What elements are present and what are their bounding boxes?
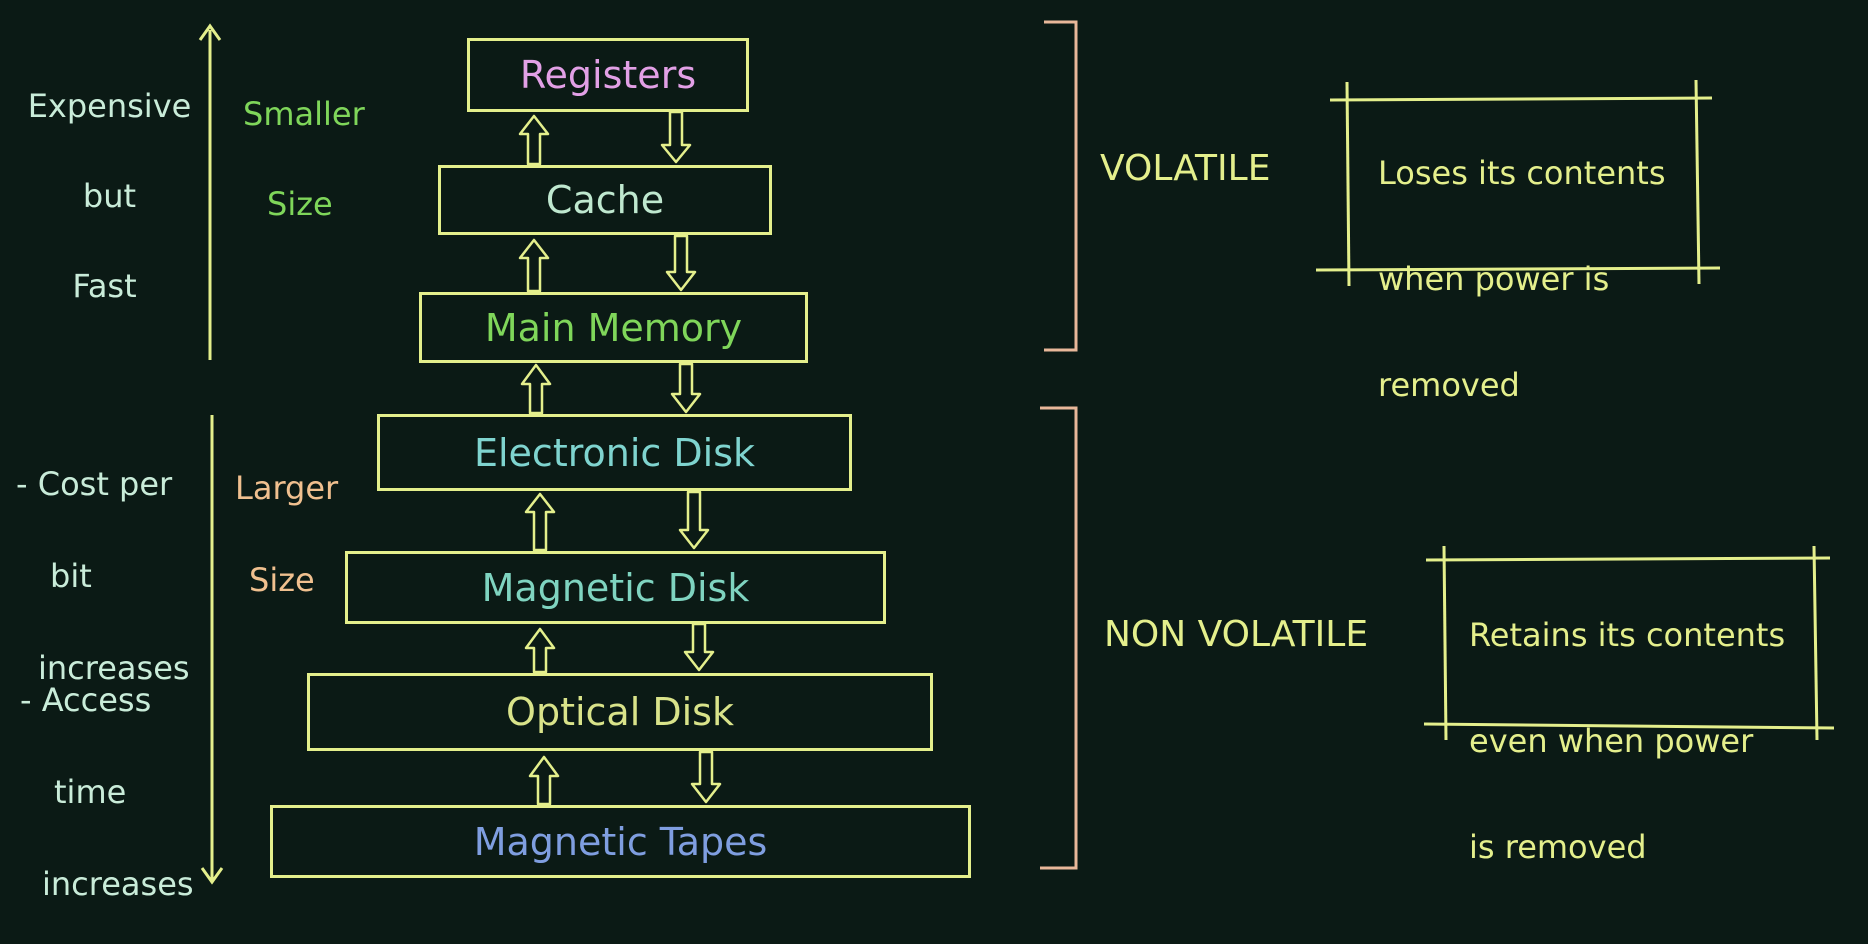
up-arrow-4: [524, 492, 556, 552]
level-optical-disk: Optical Disk: [307, 673, 933, 751]
level-cache: Cache: [438, 165, 772, 235]
cache-label: Cache: [545, 178, 665, 222]
smaller-size-label: Smaller Size: [243, 54, 383, 264]
bit-line: bit: [50, 557, 92, 595]
down-arrow-head: [200, 867, 224, 885]
fast-line: Fast: [72, 267, 137, 305]
up-arrow-2: [518, 238, 550, 293]
non-volatile-bracket: [1040, 406, 1078, 870]
expensive-line: Expensive: [27, 87, 192, 125]
volatile-bracket: [1044, 20, 1078, 352]
memory-hierarchy-diagram: Expensive but Fast Smaller Size - Cost p…: [16, 20, 1835, 903]
up-arrow-5: [524, 627, 556, 674]
volatile-note-line-1: Loses its contents: [1378, 154, 1666, 192]
access-line: - Access: [20, 681, 152, 719]
increases-line-1: increases: [38, 649, 190, 687]
non-volatile-label: NON VOLATILE: [1104, 614, 1369, 655]
larger-line: Larger: [235, 469, 339, 507]
up-arrow-6: [528, 755, 560, 806]
access-time-label: - Access time increases: [20, 640, 194, 944]
level-main-memory: Main Memory: [419, 292, 808, 363]
up-arrow-1: [518, 114, 550, 166]
down-arrow-6: [690, 750, 722, 804]
down-arrow-3: [670, 362, 702, 414]
down-arrow-5: [683, 622, 715, 672]
time-line: time: [54, 773, 127, 811]
non-volatile-note: Retains its contents even when power is …: [1469, 556, 1785, 927]
level-electronic-disk: Electronic Disk: [377, 414, 852, 491]
volatile-label: VOLATILE: [1100, 148, 1271, 189]
magnetic-disk-label: Magnetic Disk: [481, 565, 750, 610]
volatile-note: Loses its contents when power is removed: [1378, 94, 1666, 465]
down-arrow-2: [665, 234, 697, 292]
level-magnetic-tapes: Magnetic Tapes: [270, 805, 971, 878]
non-volatile-note-line-3: is removed: [1469, 828, 1647, 866]
volatile-note-line-2: when power is: [1378, 260, 1610, 298]
main-memory-label: Main Memory: [484, 305, 743, 350]
non-volatile-note-line-1: Retains its contents: [1469, 616, 1786, 654]
volatile-note-line-3: removed: [1378, 366, 1520, 404]
size-line-top: Size: [267, 185, 333, 223]
registers-label: Registers: [519, 53, 697, 97]
down-arrow-1: [660, 110, 692, 164]
up-arrow-head: [198, 23, 222, 41]
level-magnetic-disk: Magnetic Disk: [345, 551, 886, 624]
cost-per-bit-label: - Cost per bit increases: [16, 424, 190, 728]
larger-size-label: Larger Size: [235, 428, 338, 640]
increases-line-2: increases: [42, 865, 194, 903]
size-line-bottom: Size: [249, 561, 315, 599]
but-line: but: [82, 177, 137, 215]
magnetic-tapes-label: Magnetic Tapes: [473, 819, 768, 864]
non-volatile-note-line-2: even when power: [1469, 722, 1754, 760]
expensive-but-fast-label: Expensive but Fast: [22, 46, 197, 346]
smaller-line: Smaller: [243, 95, 365, 133]
down-arrow-4: [678, 490, 710, 550]
optical-disk-label: Optical Disk: [506, 690, 734, 734]
up-arrow-3: [520, 363, 552, 415]
electronic-disk-label: Electronic Disk: [473, 430, 755, 475]
cost-line: - Cost per: [16, 465, 173, 503]
level-registers: Registers: [467, 38, 749, 112]
